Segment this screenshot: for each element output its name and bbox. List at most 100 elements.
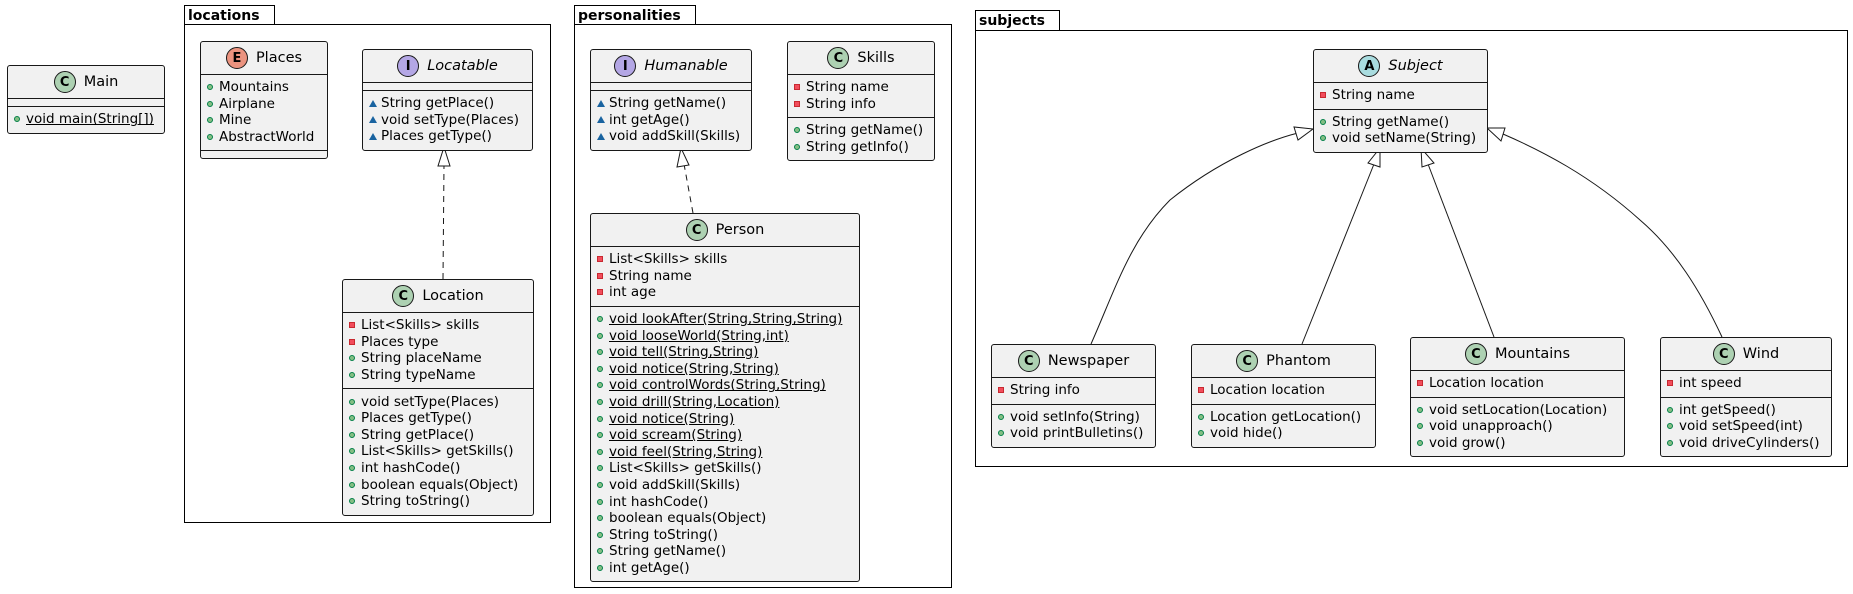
public-visibility-icon [1417,423,1429,430]
method-text: void setType(Places) [361,393,499,410]
class-name: Newspaper [1047,353,1130,369]
attribute-text: Location location [1429,375,1544,392]
method-row: List<Skills> getSkills() [349,443,527,460]
public-visibility-icon [1417,440,1429,447]
attribute-row: String placeName [349,350,527,367]
public-visibility-icon [597,316,609,323]
attribute-text: int age [609,284,657,301]
public-visibility-icon [349,372,361,379]
method-row: void grow() [1417,435,1618,452]
method-row: void feel(String,String) [597,444,853,461]
package-tab-subjects: subjects [975,10,1060,30]
attribute-text: String name [1332,87,1415,104]
class-name: Person [715,222,765,238]
attribute-row: String typeName [349,367,527,384]
attribute-row: int age [597,284,853,301]
private-visibility-icon [794,100,806,107]
method-row: void scream(String) [597,427,853,444]
method-text: List<Skills> getSkills() [609,460,762,477]
method-row: void main(String[]) [14,111,158,128]
attribute-row: String info [998,382,1149,399]
method-text: String getPlace() [361,426,475,443]
method-text: String getName() [609,95,727,112]
attribute-text: String placeName [361,350,482,367]
method-text: void setType(Places) [381,111,519,128]
class-badge-icon: C [53,71,76,93]
public-visibility-icon [597,515,609,522]
method-row: List<Skills> getSkills() [597,460,853,477]
attributes-section: Location location [1192,377,1375,404]
enum-badge-icon: E [225,47,248,69]
class-main[interactable]: C Main void main(String[]) [7,65,165,134]
method-text: String getPlace() [381,95,495,112]
methods-section: String getName()void setName(String) [1314,108,1487,152]
public-visibility-icon [597,399,609,406]
attribute-text: String name [806,79,889,96]
method-text: String getName() [1332,113,1450,130]
method-text: int getAge() [609,559,690,576]
attributes-section: String info [992,377,1155,404]
public-visibility-icon [1667,406,1679,413]
attribute-row: Location location [1417,375,1618,392]
attribute-text: String typeName [361,367,476,384]
public-visibility-icon [597,349,609,356]
private-visibility-icon [1198,387,1210,394]
class-name: Phantom [1266,353,1331,369]
class-name: Main [83,74,119,90]
attribute-text: List<Skills> skills [361,317,480,334]
package-tab-locations: locations [184,5,275,25]
method-row: boolean equals(Object) [597,510,853,527]
class-header: C Main [8,66,164,98]
attribute-row: Location location [1198,382,1369,399]
attributes-section [591,82,751,90]
method-row: void setSpeed(int) [1667,418,1825,435]
class-name: Wind [1742,346,1780,362]
method-text: void notice(String) [609,410,735,427]
method-text: void driveCylinders() [1679,435,1820,452]
methods-section: String getPlace()void setType(Places)Pla… [363,90,532,150]
public-visibility-icon [1198,413,1210,420]
method-row: void looseWorld(String,int) [597,327,853,344]
method-text: void addSkill(Skills) [609,128,741,145]
attributes-section: int speed [1661,370,1831,397]
public-visibility-icon [1320,135,1332,142]
generalization-phantom-subject [1301,146,1381,345]
generalization-mountains-subject [1420,146,1495,338]
method-row: void setType(Places) [369,112,526,129]
methods-section: void setInfo(String)void printBulletins(… [992,403,1155,447]
private-visibility-icon [597,289,609,296]
public-visibility-icon [1198,430,1210,437]
attribute-text: String info [806,95,876,112]
class-name: Locatable [427,58,498,74]
package-visibility-icon [369,132,381,140]
method-row: void setLocation(Location) [1417,402,1618,419]
public-visibility-icon [597,415,609,422]
public-visibility-icon [597,498,609,505]
methods-section: void setLocation(Location)void unapproac… [1411,396,1624,457]
method-text: Places getType() [361,410,472,427]
attribute-text: String info [1010,382,1080,399]
private-visibility-icon [998,387,1010,394]
method-row: void hide() [1198,425,1369,442]
method-text: String getName() [609,543,727,560]
public-visibility-icon [597,432,609,439]
public-visibility-icon [349,481,361,488]
method-row: String getName() [794,122,928,139]
attribute-row: Mountains [207,79,321,96]
package-label-subjects: subjects [979,13,1045,29]
method-row: void printBulletins() [998,425,1149,442]
